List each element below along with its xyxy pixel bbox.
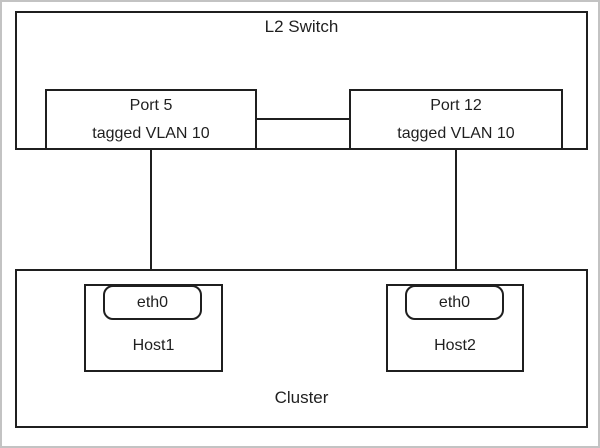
port12-host2-cable-line [455,149,457,286]
port5-vlan-label: tagged VLAN 10 [92,124,210,142]
host2-box: eth0 Host2 [386,284,524,372]
port12-label: Port 12 [430,96,482,114]
port12-vlan-label: tagged VLAN 10 [397,124,515,142]
cluster-label: Cluster [274,388,329,407]
host1-eth0-box: eth0 [103,285,202,320]
host2-label: Host2 [434,337,476,354]
host2-eth0-label: eth0 [438,293,471,311]
port5-host1-cable-line [150,149,152,286]
host2-eth0-box: eth0 [405,285,504,320]
host1-box: eth0 Host1 [84,284,223,372]
l2-switch-label: L2 Switch [264,17,339,36]
host1-eth0-label: eth0 [136,293,169,311]
port12-box: Port 12 tagged VLAN 10 [349,89,563,150]
cluster-box: eth0 Host1 eth0 Host2 Cluster [15,269,588,428]
port5-box: Port 5 tagged VLAN 10 [45,89,257,150]
l2-switch-box: L2 Switch Port 5 tagged VLAN 10 Port 12 … [15,11,588,150]
port5-port12-link-line [257,118,349,120]
host1-label: Host1 [132,337,175,354]
port5-label: Port 5 [129,96,173,114]
